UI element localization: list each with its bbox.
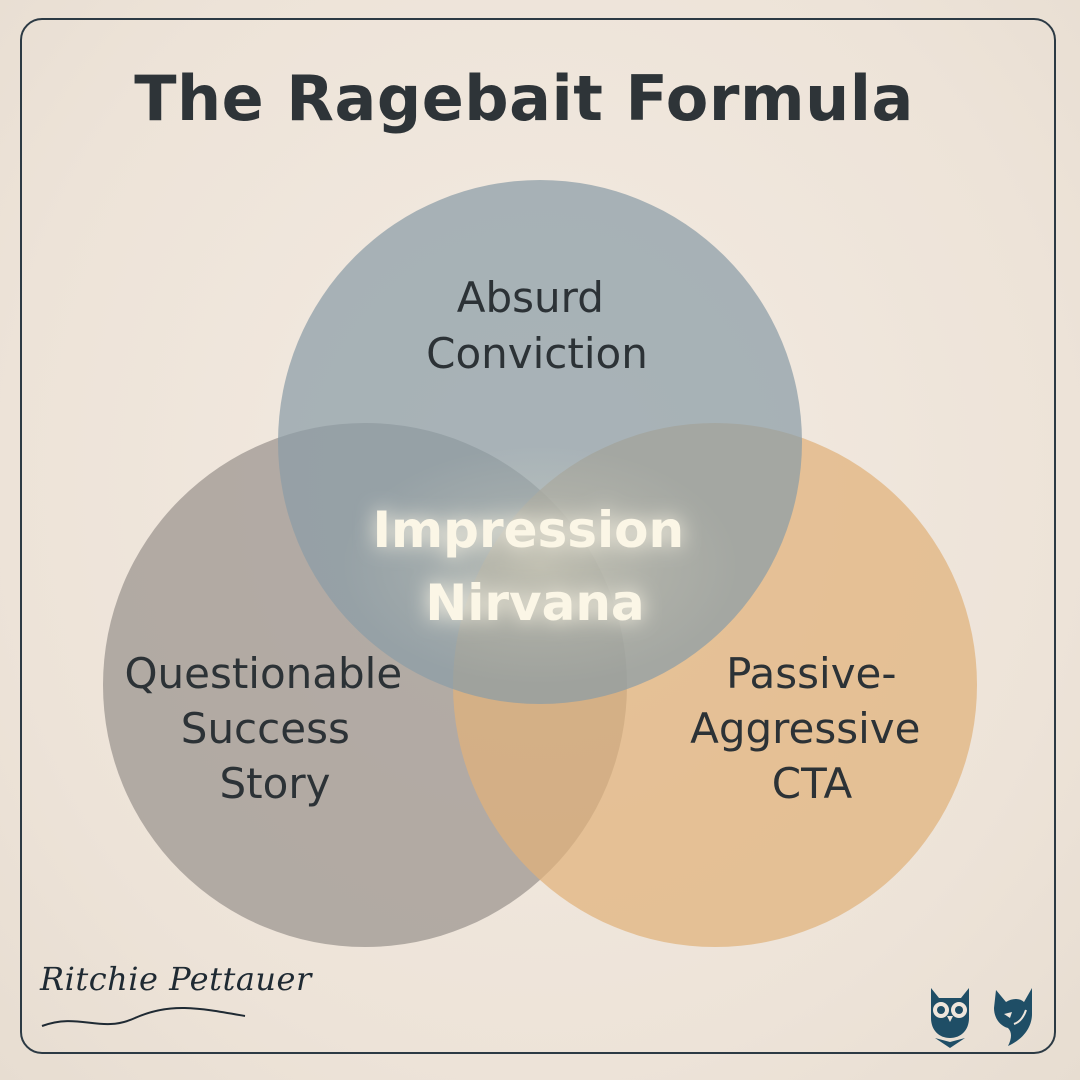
signature-flourish [41,1006,246,1027]
label-left: Questionable Success Story [124,649,415,808]
fox-logo-icon [994,988,1032,1046]
center-glow [340,445,740,685]
diagram-title: The Ragebait Formula [134,62,914,135]
label-right: Passive- Aggressive CTA [690,649,934,808]
author-signature: Ritchie Pettauer [40,960,312,998]
owl-logo-icon [931,988,969,1048]
label-top: Absurd Conviction [426,273,648,378]
border-frame [20,18,1056,1054]
label-intersection: Impression Nirvana [372,501,701,632]
